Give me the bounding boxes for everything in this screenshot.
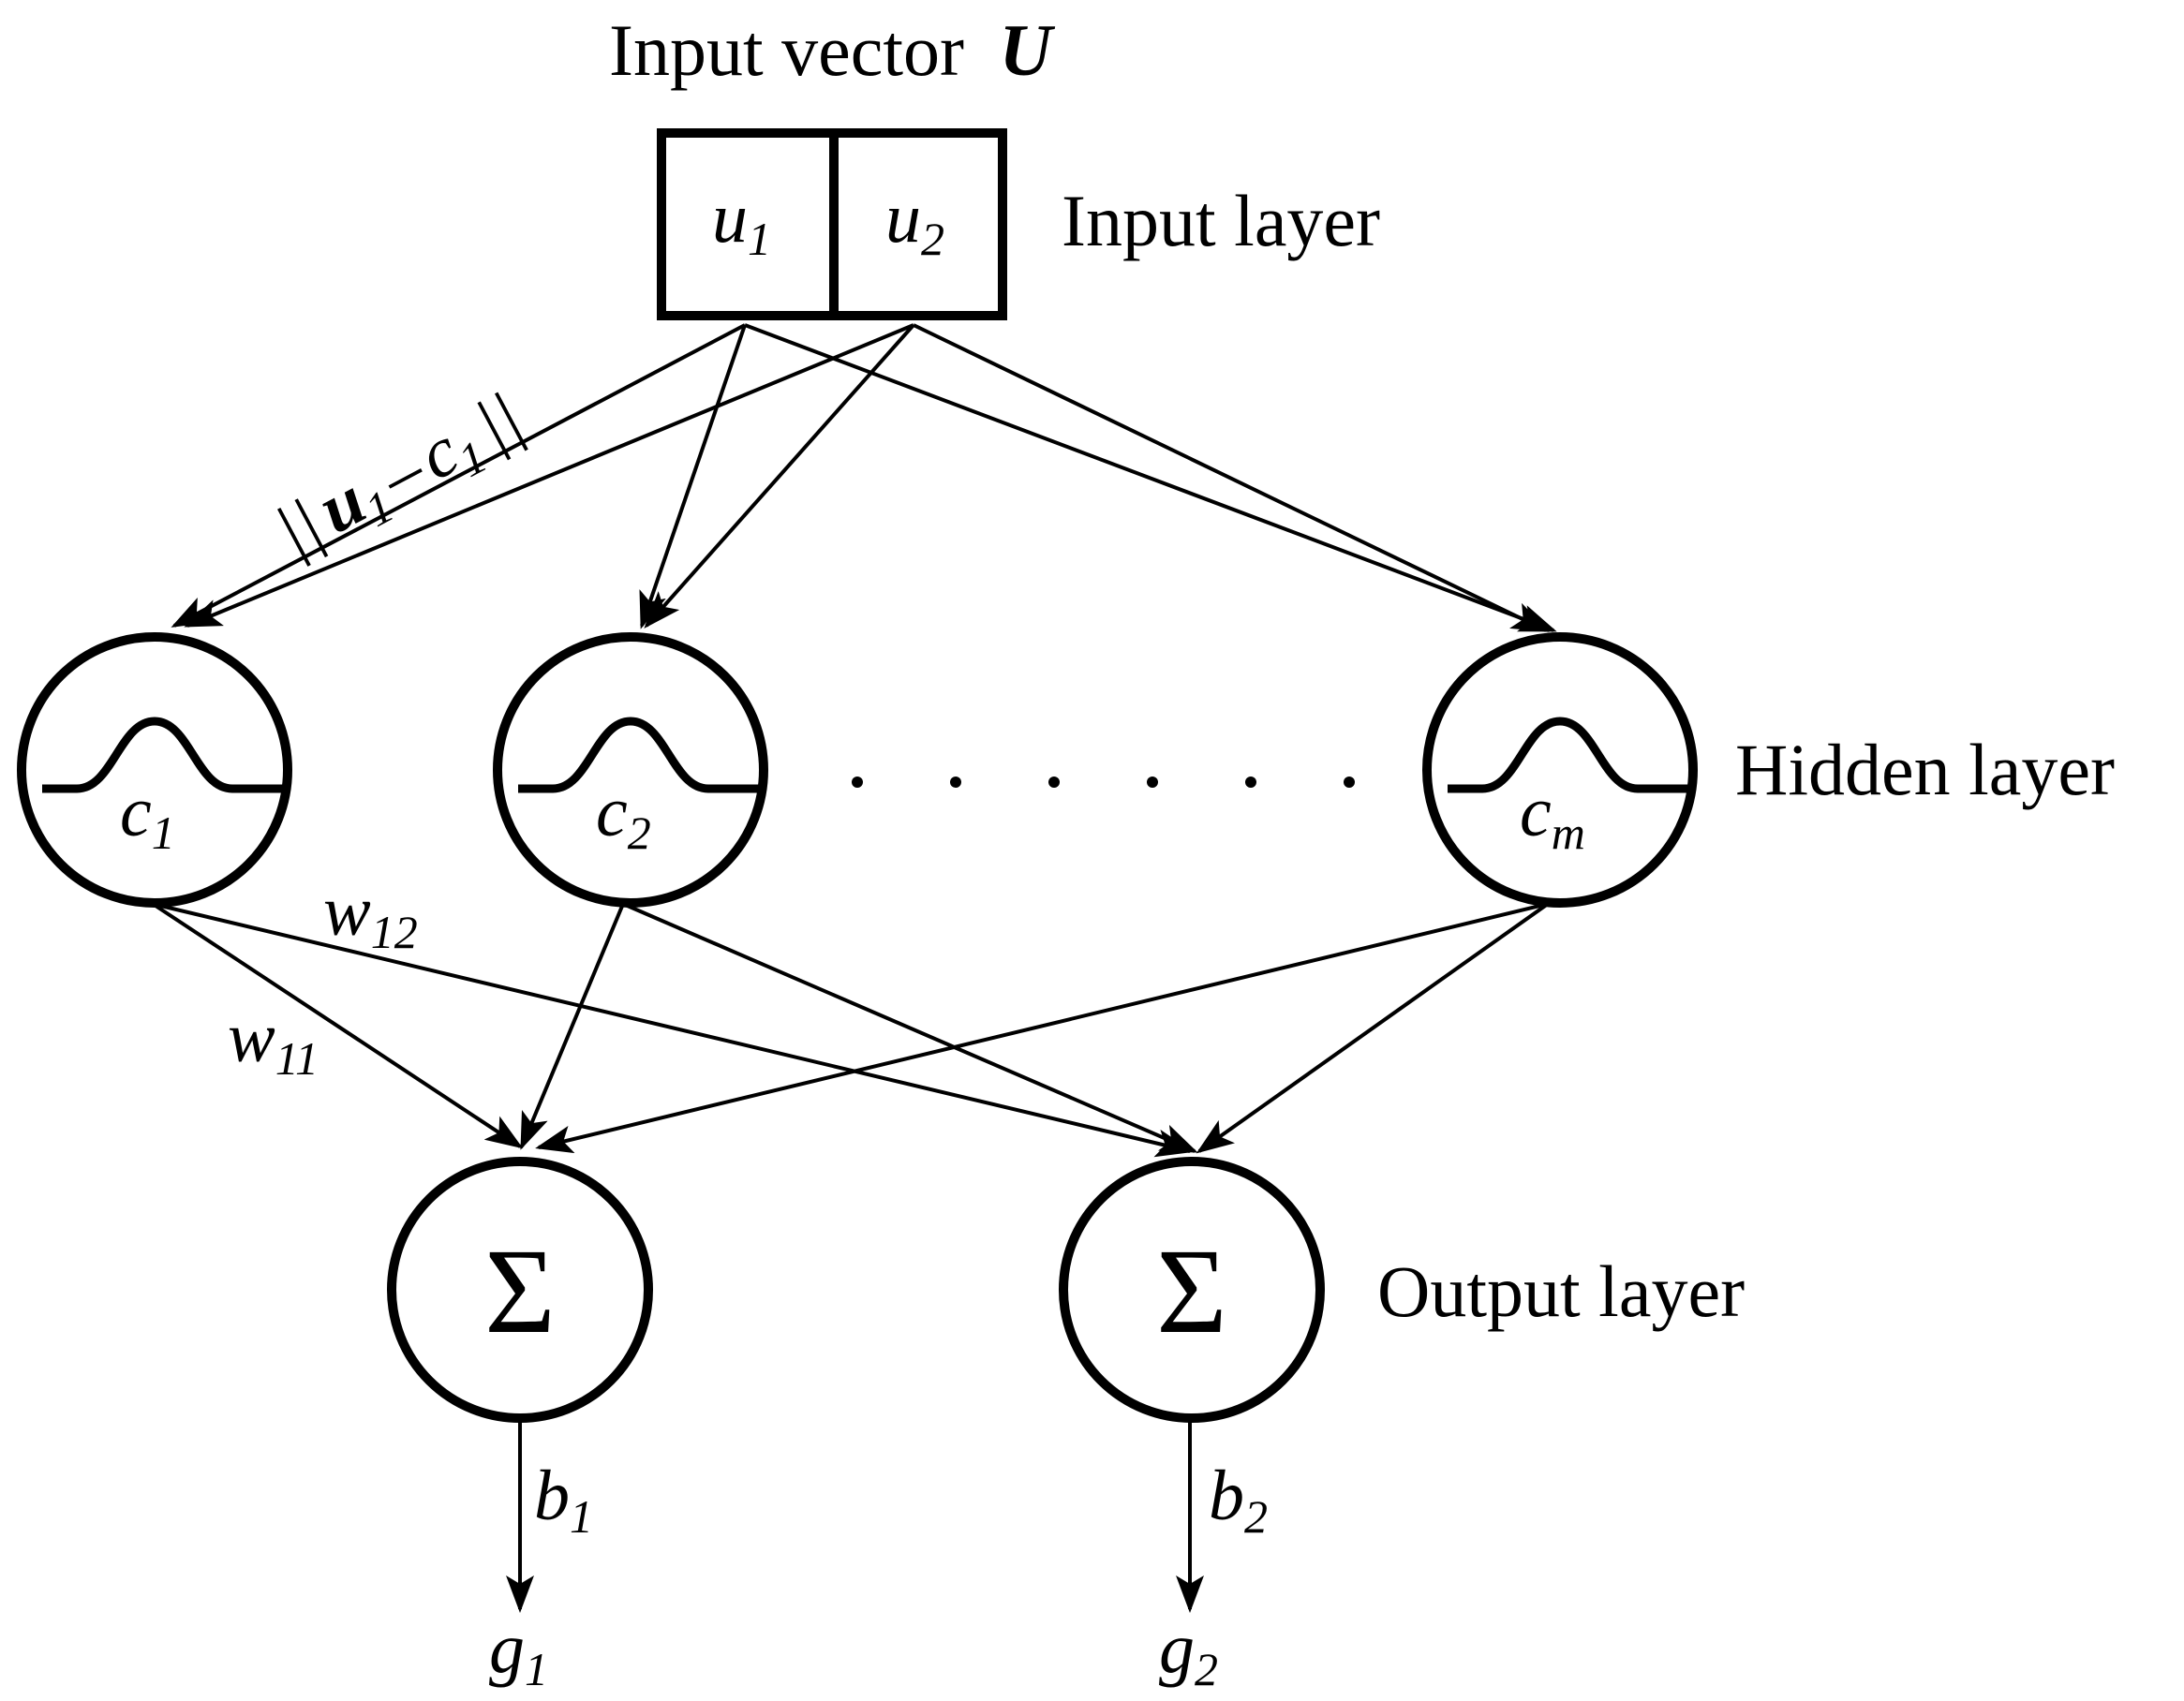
ellipsis-dot	[1048, 777, 1060, 788]
hidden-cm-label: cm	[1520, 773, 1585, 859]
sum-icon: Σ	[484, 1224, 556, 1359]
diagram-title: Input vector U	[609, 9, 1056, 91]
hidden-layer-label: Hidden layer	[1735, 729, 2115, 810]
hidden-node-c1: c1	[17, 632, 292, 908]
title-main: Input vector	[609, 9, 964, 91]
hidden-node-c2: c2	[493, 632, 768, 908]
edge-u2-c1	[184, 323, 914, 628]
edge-cm-o2	[1196, 902, 1550, 1154]
ellipsis-dot	[1344, 777, 1355, 788]
output-node-2: Σ	[1059, 1157, 1325, 1423]
hidden-ellipsis	[852, 777, 1355, 788]
input-hidden-connections	[171, 323, 1557, 632]
edge-u2-c2	[644, 323, 915, 629]
distance-label: || u1 – c1 ||	[263, 377, 539, 578]
hidden-c1-label: c1	[120, 773, 175, 859]
gaussian-curve-icon	[42, 717, 288, 793]
edge-u1-cm	[744, 323, 1557, 632]
hidden-output-connections	[151, 902, 1550, 1158]
output-arrows	[506, 1420, 1204, 1613]
ellipsis-dot	[1147, 777, 1158, 788]
edge-c2-o2	[622, 902, 1198, 1153]
edge-cm-o1	[535, 902, 1549, 1154]
weight-w11: w11	[228, 998, 319, 1085]
output-node-1: Σ	[387, 1157, 653, 1423]
ellipsis-dot	[1245, 777, 1256, 788]
sum-icon: Σ	[1156, 1224, 1227, 1359]
output-g2: g2	[1159, 1609, 1218, 1695]
input-box-u2	[829, 128, 1007, 320]
edge-u2-cm	[913, 323, 1550, 632]
edge-c1-o1	[151, 902, 524, 1149]
edge-u1-c2	[639, 324, 747, 629]
output-g1: g1	[489, 1609, 548, 1695]
input-u2: u2	[885, 179, 944, 265]
input-layer: u1 u2	[657, 128, 1007, 320]
bias-b2: b2	[1209, 1457, 1268, 1543]
title-symbol: U	[1000, 9, 1056, 91]
input-layer-label: Input layer	[1062, 180, 1380, 261]
edge-u1-c1	[171, 323, 746, 628]
gaussian-curve-icon	[1448, 717, 1693, 793]
hidden-c2-label: c2	[596, 773, 651, 859]
ellipsis-dot	[950, 777, 961, 788]
edge-c2-o1	[520, 903, 625, 1150]
ellipsis-dot	[852, 777, 863, 788]
input-u1: u1	[712, 179, 771, 265]
bias-b1: b1	[534, 1457, 593, 1543]
weight-w12: w12	[323, 872, 418, 958]
edge-c1-o2	[152, 902, 1194, 1158]
gaussian-curve-icon	[518, 717, 764, 793]
output-layer-label: Output layer	[1377, 1250, 1745, 1332]
hidden-node-cm: cm	[1422, 632, 1698, 908]
